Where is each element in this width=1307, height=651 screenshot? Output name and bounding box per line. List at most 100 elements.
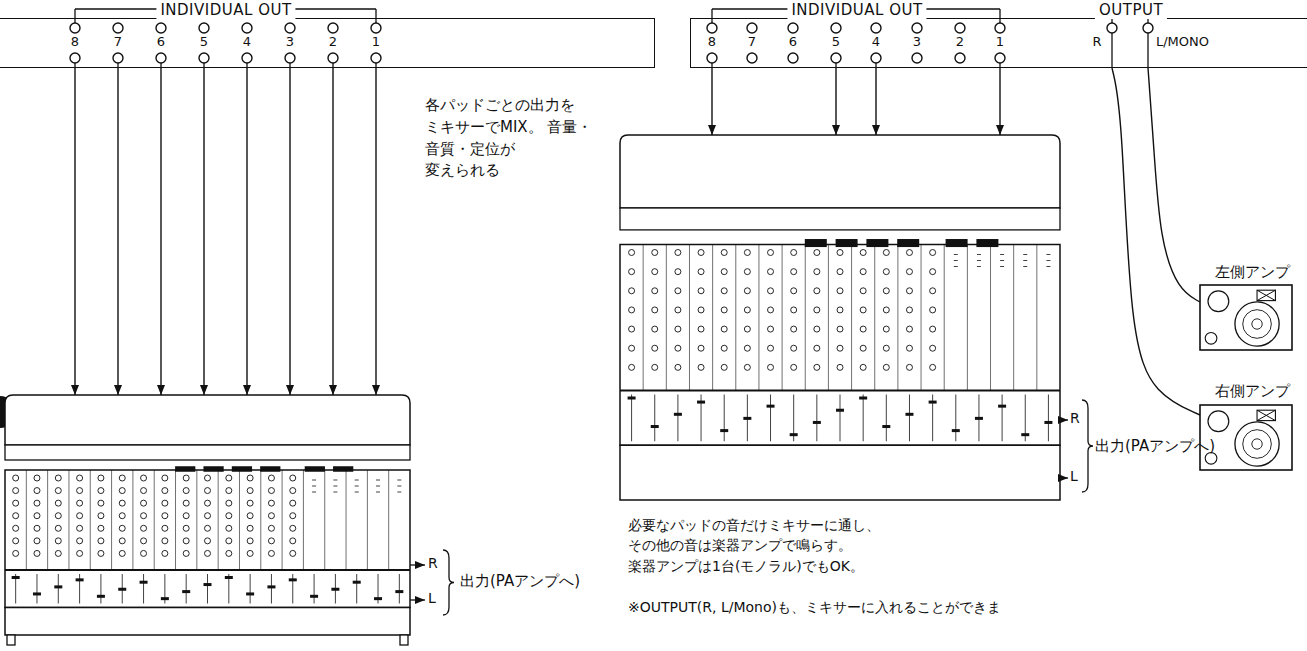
jack [371,53,381,63]
panel-heading: INDIVIDUAL OUT [787,2,926,19]
fader-knob [331,588,339,591]
knob [837,307,843,313]
fader-knob [97,595,105,598]
knob [55,538,61,544]
knob [814,288,820,294]
channel-divider [782,245,783,391]
mixer-strip [620,208,1060,230]
knob [652,364,658,370]
knob [698,288,704,294]
switch [333,480,337,481]
output-arrow [1060,477,1068,478]
knob [55,525,61,531]
knob [290,500,296,506]
knob [860,364,866,370]
channel-divider [26,470,27,570]
channel-divider [68,470,69,570]
switch [312,480,316,481]
meter-bar [976,239,998,247]
fader-slot [314,574,315,604]
knob [629,288,635,294]
fader-slot [100,574,101,604]
knob [205,500,211,506]
fader-knob [54,585,62,588]
knob [162,500,168,506]
meter-bar [305,466,325,472]
channel-divider [805,245,806,391]
knob [744,364,750,370]
fader-knob [118,588,126,591]
knob [13,500,19,506]
knob [141,500,147,506]
brace [1082,400,1093,492]
fader-slot [36,574,37,604]
knob [721,326,727,332]
knob [768,364,774,370]
knob [205,525,211,531]
knob [883,307,889,313]
knob [744,269,750,275]
knob [883,269,889,275]
knob [744,288,750,294]
knob [268,513,274,519]
knob [652,288,658,294]
knob [906,288,912,294]
fader-knob [33,592,41,595]
switch [376,486,380,487]
signal-arrow [711,68,712,135]
knob [268,550,274,556]
jack [113,23,123,33]
mixer-drawing [5,395,410,645]
channel-divider [47,470,48,570]
fader-knob [697,401,705,404]
knob [814,364,820,370]
fader-slot [250,574,251,604]
knob [162,538,168,544]
knob [55,500,61,506]
switch [1023,254,1027,255]
connectors [75,68,1200,415]
meter-bar [897,239,919,247]
jack-number: 7 [748,35,756,49]
tweeter [1257,410,1275,420]
jack-number: 6 [789,35,797,49]
cable [1148,68,1200,302]
channel-divider [154,470,155,570]
knob [77,525,83,531]
switch [977,254,981,255]
fader-knob [975,417,983,420]
node-label: 出力(PAアンプへ) [1095,438,1215,455]
fader-knob [628,397,636,400]
jack [871,23,881,33]
signal-arrow [835,68,836,135]
knob [768,288,774,294]
note: 必要なパッドの音だけミキサーに通し、 その他の音は楽器アンプで鳴らす。 楽器アン… [628,515,920,576]
meter-bar [203,466,223,472]
switch [397,486,401,487]
knob [629,307,635,313]
jack [242,23,252,33]
knob [883,326,889,332]
knob [629,345,635,351]
channel-divider [218,470,219,570]
knob [629,364,635,370]
knob [226,538,232,544]
signal-arrow [74,68,75,395]
speaker-cone [1243,310,1272,339]
knob [883,364,889,370]
fader-knob [76,578,84,581]
fader-knob [1044,421,1052,424]
knob [791,250,797,256]
switch [376,480,380,481]
jack [747,53,757,63]
channel-divider [388,470,389,570]
knob [675,307,681,313]
fader-knob [395,590,403,593]
channel-divider [666,245,667,391]
knob [721,250,727,256]
mixer-leg [400,635,408,645]
tweeter [1257,290,1275,300]
signal-arrow [332,68,333,395]
knob [837,269,843,275]
knob [768,345,774,351]
